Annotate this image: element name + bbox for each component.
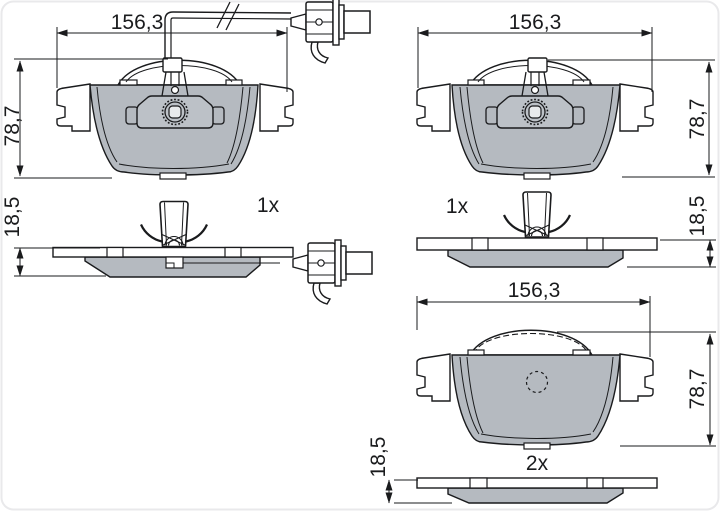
pad-front-right-view bbox=[416, 57, 654, 180]
dim-label-height-front-bottom: 78,7 bbox=[686, 369, 709, 410]
wear-sensor-connector-side bbox=[292, 239, 373, 305]
dim-label-height-front-left: 78,7 bbox=[1, 106, 24, 147]
quantity-label-left: 1x bbox=[257, 194, 280, 217]
wear-sensor-connector bbox=[290, 0, 371, 64]
pad-side-left-view bbox=[52, 200, 294, 278]
pad-front-left-view bbox=[56, 57, 294, 180]
dim-thickness-side-right bbox=[627, 239, 716, 268]
quantity-label-bottom: 2x bbox=[526, 452, 549, 475]
pad-side-right-view bbox=[416, 190, 658, 268]
dim-label-thickness-side-left: 18,5 bbox=[1, 197, 24, 238]
dim-label-width-front-left: 156,3 bbox=[111, 11, 164, 34]
pad-front-bottom-view bbox=[416, 329, 654, 450]
piston-contact-hole bbox=[525, 370, 549, 394]
dim-label-width-front-right: 156,3 bbox=[509, 11, 562, 34]
dim-height-front-bottom bbox=[557, 331, 716, 447]
dim-label-height-front-right: 78,7 bbox=[686, 99, 709, 140]
dim-label-thickness-side-right: 18,5 bbox=[686, 196, 709, 237]
wire-break-marks bbox=[216, 1, 240, 31]
dim-width-front-bottom bbox=[416, 296, 651, 357]
dim-label-thickness-side-bottom: 18,5 bbox=[367, 437, 390, 478]
dim-height-front-left bbox=[14, 58, 168, 179]
quantity-label-right: 1x bbox=[446, 195, 469, 218]
dim-thickness-side-bottom bbox=[385, 479, 452, 504]
wear-sensor-wire bbox=[164, 1, 292, 58]
dim-height-front-right bbox=[548, 59, 715, 178]
pad-side-bottom-view bbox=[416, 477, 658, 504]
dim-label-width-front-bottom: 156,3 bbox=[508, 279, 561, 302]
backing-plate-bar bbox=[416, 237, 658, 251]
dim-thickness-side-left bbox=[14, 247, 106, 277]
retaining-spring bbox=[502, 190, 572, 239]
backing-plate-bar bbox=[416, 477, 658, 489]
retaining-spring bbox=[139, 200, 209, 248]
backing-plate-bar bbox=[52, 246, 294, 258]
dim-width-front-left bbox=[56, 27, 288, 92]
